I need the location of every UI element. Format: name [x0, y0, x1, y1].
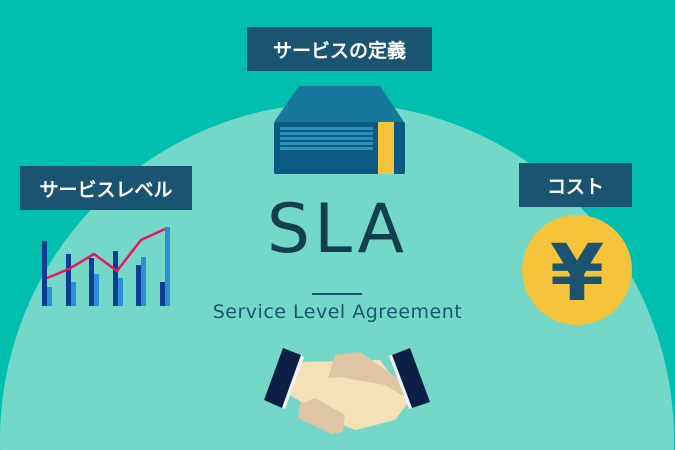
label-text: サービスの定義 — [272, 39, 406, 62]
bar-chart-icon — [42, 227, 170, 306]
label-service-definition: サービスの定義 — [247, 27, 432, 71]
yen-symbol: ¥ — [550, 229, 604, 319]
label-text: サービスレベル — [39, 178, 173, 201]
yen-coin-icon: ¥ — [522, 215, 632, 325]
label-service-level: サービスレベル — [20, 166, 192, 210]
sla-title: SLA — [266, 190, 409, 269]
label-cost: コスト — [519, 163, 632, 207]
label-text: コスト — [546, 175, 604, 198]
handshake-icon — [264, 348, 430, 434]
server-icon — [274, 86, 405, 174]
divider — [312, 293, 362, 295]
sla-subtitle: Service Level Agreement — [212, 301, 463, 323]
